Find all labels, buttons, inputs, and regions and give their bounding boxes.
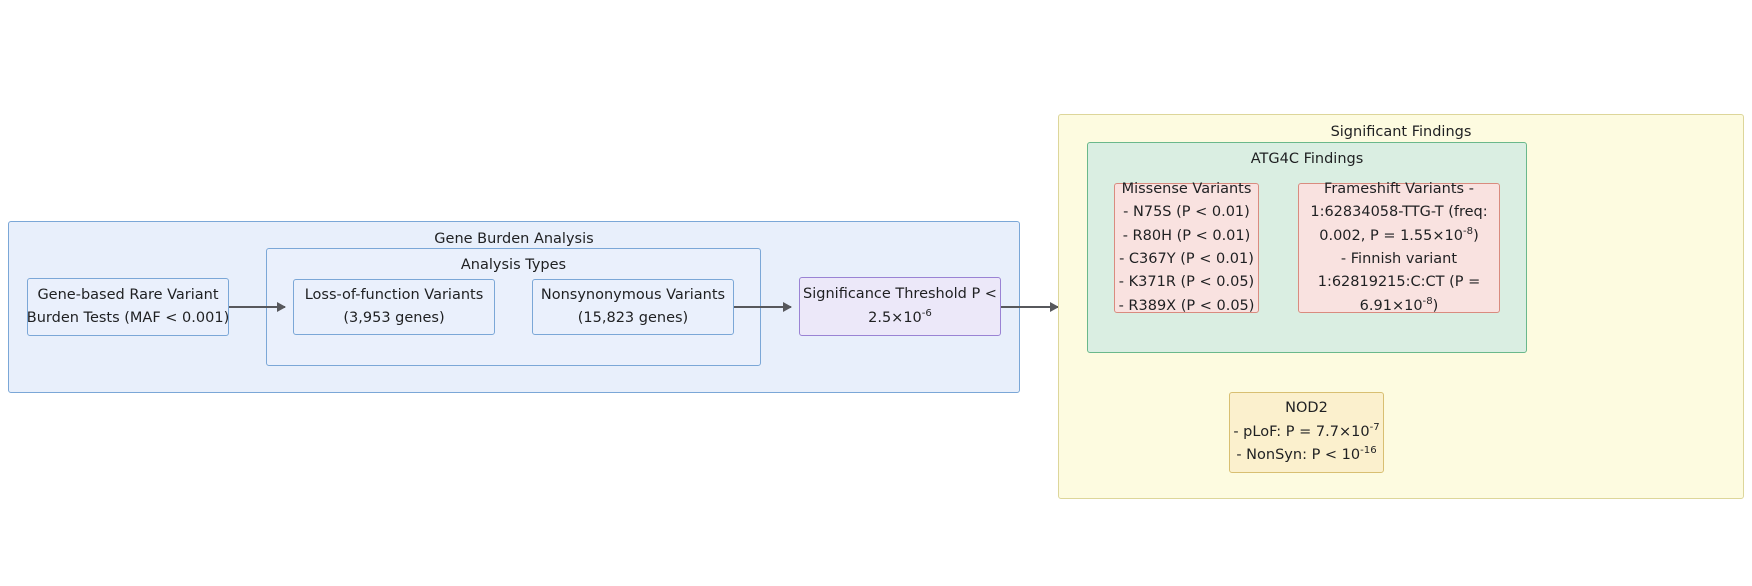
node-line-2: Burden Tests (MAF < 0.001) bbox=[26, 310, 230, 326]
node-missense-variants[interactable]: Missense Variants - N75S (P < 0.01) - R8… bbox=[1114, 181, 1259, 314]
frameshift-l6-tail: ) bbox=[1432, 297, 1439, 314]
frameshift-l3-exponent: -8 bbox=[1462, 225, 1474, 237]
node-line-2: 2.5×10-6 bbox=[868, 307, 932, 330]
arrow-analysis-types-to-threshold bbox=[734, 306, 791, 308]
nod2-plof: - pLoF: P = 7.7×10-7 bbox=[1233, 421, 1379, 444]
cluster-label-significant-findings: Significant Findings bbox=[1330, 124, 1472, 140]
node-line-1: Nonsynonymous Variants bbox=[540, 286, 726, 303]
missense-item: - K371R (P < 0.05) bbox=[1118, 274, 1255, 291]
cluster-label-atg4c-findings: ATG4C Findings bbox=[1250, 151, 1364, 167]
frameshift-line-5: 1:62819215:C:CT (P = bbox=[1317, 274, 1481, 291]
missense-item: - C367Y (P < 0.01) bbox=[1119, 251, 1254, 267]
missense-title: Missense Variants bbox=[1121, 180, 1252, 197]
missense-item: - N75S (P < 0.01) bbox=[1123, 204, 1250, 221]
node-line-1: Gene-based Rare Variant bbox=[37, 286, 219, 303]
frameshift-line-1: Frameshift Variants - bbox=[1324, 180, 1474, 197]
node-line-1: Loss-of-function Variants bbox=[304, 286, 484, 303]
frameshift-l3-base: 0.002, P = 1.55×10 bbox=[1319, 227, 1463, 244]
nod2-nonsyn-exponent: -16 bbox=[1360, 445, 1377, 457]
nod2-nonsyn-base: - NonSyn: P < 10 bbox=[1236, 447, 1361, 464]
nod2-title: NOD2 bbox=[1285, 400, 1328, 417]
threshold-base: 2.5×10 bbox=[868, 309, 922, 326]
frameshift-l6-exponent: -8 bbox=[1422, 296, 1433, 308]
cluster-label-analysis-types: Analysis Types bbox=[460, 257, 567, 273]
nod2-nonsyn: - NonSyn: P < 10-16 bbox=[1236, 444, 1376, 467]
frameshift-l3-tail: ) bbox=[1473, 227, 1479, 244]
node-significance-threshold[interactable]: Significance Threshold P < 2.5×10-6 bbox=[799, 277, 1001, 336]
node-line-1: Significance Threshold P < bbox=[803, 286, 997, 303]
node-line-2: (3,953 genes) bbox=[343, 310, 445, 326]
node-nonsynonymous-variants[interactable]: Nonsynonymous Variants (15,823 genes) bbox=[532, 279, 734, 335]
frameshift-line-2: 1:62834058-TTG-T (freq: bbox=[1310, 204, 1488, 221]
threshold-exponent: -6 bbox=[921, 307, 932, 319]
frameshift-l6-base: 6.91×10 bbox=[1359, 297, 1423, 314]
frameshift-line-4: - Finnish variant bbox=[1340, 251, 1458, 267]
arrow-threshold-to-significant-findings bbox=[1001, 306, 1058, 308]
arrow-start-to-analysis-types bbox=[229, 306, 285, 308]
missense-item: - R80H (P < 0.01) bbox=[1122, 227, 1251, 244]
node-nod2[interactable]: NOD2 - pLoF: P = 7.7×10-7 - NonSyn: P < … bbox=[1229, 392, 1384, 473]
node-loss-of-function-variants[interactable]: Loss-of-function Variants (3,953 genes) bbox=[293, 279, 495, 335]
node-frameshift-variants[interactable]: Frameshift Variants - 1:62834058-TTG-T (… bbox=[1298, 181, 1500, 314]
frameshift-line-6: 6.91×10-8) bbox=[1360, 295, 1439, 318]
missense-item: - R389X (P < 0.05) bbox=[1118, 297, 1255, 314]
cluster-label-gene-burden-analysis: Gene Burden Analysis bbox=[434, 231, 594, 247]
frameshift-line-3: 0.002, P = 1.55×10-8) bbox=[1319, 225, 1479, 248]
node-line-2: (15,823 genes) bbox=[577, 310, 689, 326]
nod2-plof-exponent: -7 bbox=[1369, 421, 1380, 433]
nod2-plof-base: - pLoF: P = 7.7×10 bbox=[1233, 423, 1370, 440]
node-gene-based-rare-variant-burden-tests[interactable]: Gene-based Rare Variant Burden Tests (MA… bbox=[27, 278, 229, 336]
